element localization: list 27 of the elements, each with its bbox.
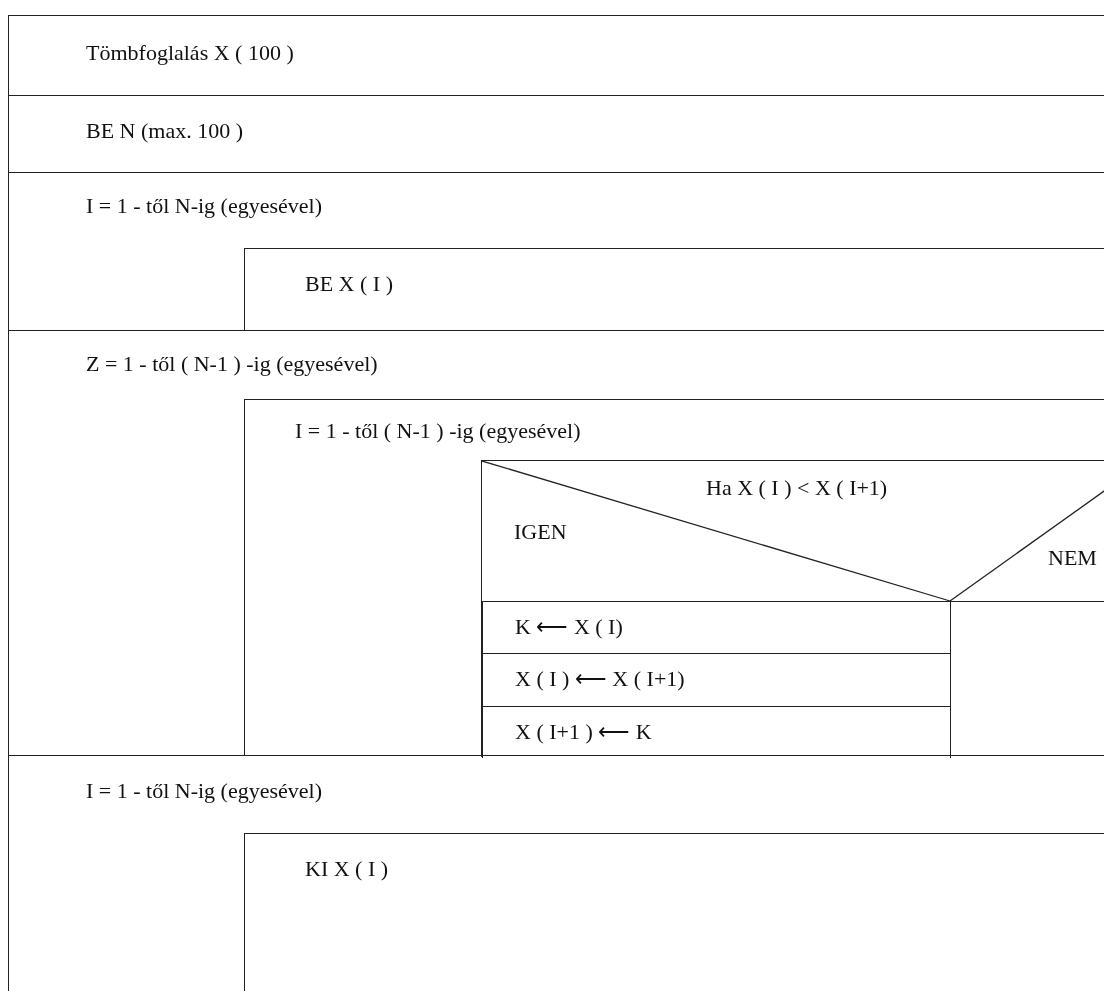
loop-condition: Z = 1 - től ( N-1 ) -ig (egyesével) [86,351,378,377]
process-box [482,601,950,653]
decision-box [481,460,1104,757]
process-box [244,248,1104,331]
loop-box [8,172,1104,330]
loop-condition: I = 1 - től N-ig (egyesével) [86,193,322,219]
loop-condition: I = 1 - től N-ig (egyesével) [86,778,322,804]
branch-label: IGEN [514,519,567,545]
step-text: K ⟵ X ( I) [515,614,623,640]
loop-box [8,330,1104,755]
loop-condition: I = 1 - től ( N-1 ) -ig (egyesével) [295,418,581,444]
process-box [244,833,1104,991]
loop-box [8,755,1104,991]
process-box [8,15,1104,95]
branch-label: NEM [1048,545,1097,571]
empty-branch-box [950,601,1104,758]
condition-text: Ha X ( I ) < X ( I+1) [706,475,888,501]
step-text: KI X ( I ) [305,856,389,882]
process-box [482,706,950,758]
process-box [8,95,1104,172]
process-box [482,653,950,706]
step-text: Tömbfoglalás X ( 100 ) [86,40,294,66]
step-text: X ( I+1 ) ⟵ K [515,719,652,745]
step-text: BE N (max. 100 ) [86,118,244,144]
loop-box [244,399,1104,756]
step-text: X ( I ) ⟵ X ( I+1) [515,666,685,692]
step-text: BE X ( I ) [305,271,393,297]
